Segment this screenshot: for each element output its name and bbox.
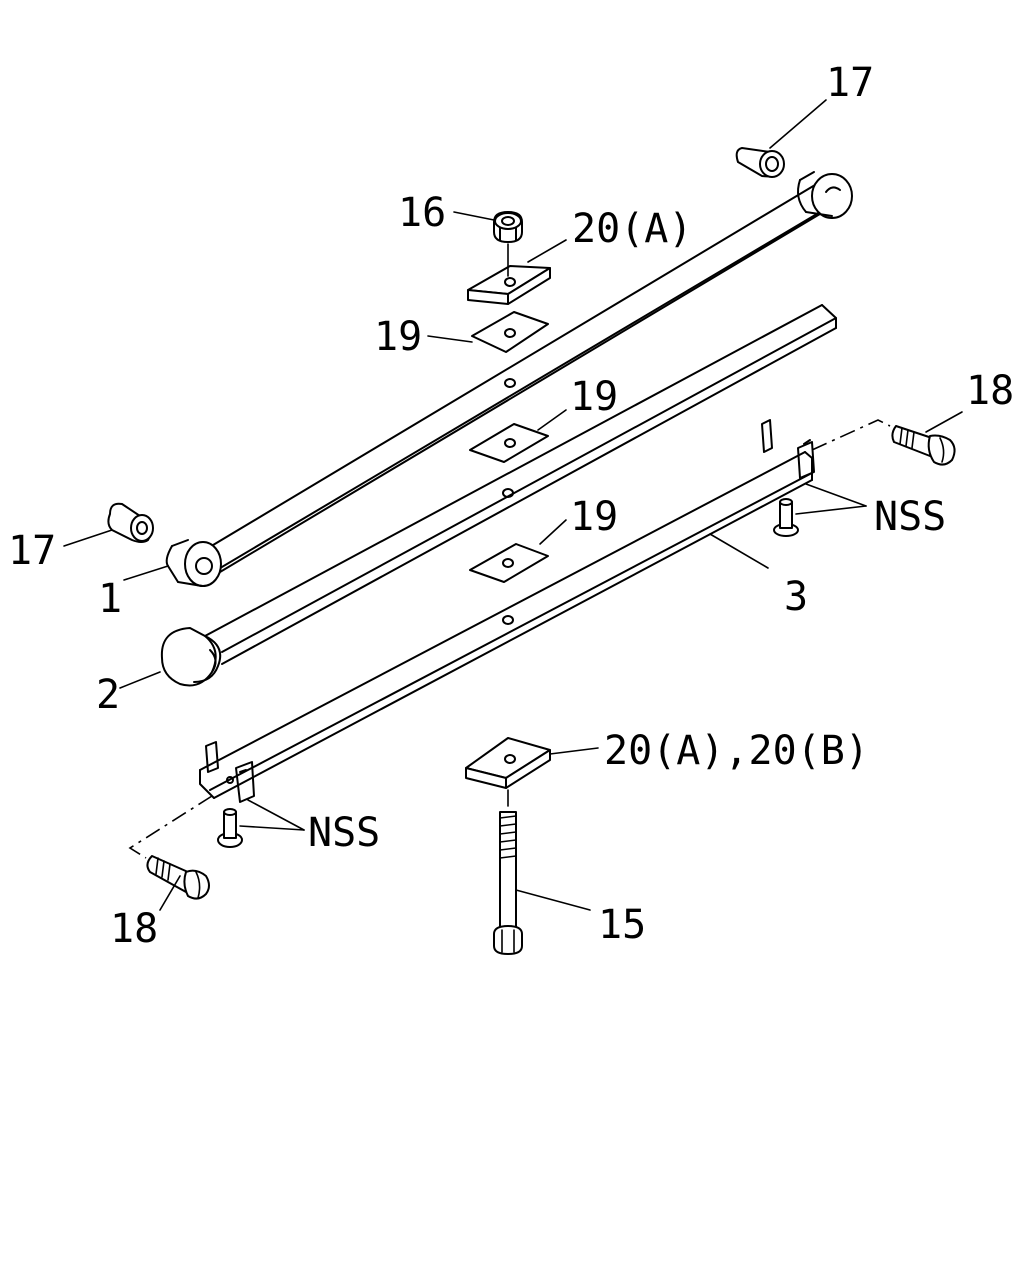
callout-18-right: 18 — [966, 368, 1014, 414]
spacer-pad-19-top — [471, 311, 549, 353]
callout-1: 1 — [98, 576, 122, 622]
callout-17-left: 17 — [8, 528, 56, 574]
callout-nss-left: NSS — [308, 810, 380, 856]
callout-15: 15 — [598, 902, 646, 948]
leaf-spring-2 — [160, 304, 837, 687]
leaf-spring-1 — [165, 171, 853, 587]
bolt-18-right-axis — [811, 419, 891, 451]
bushing-17-left — [107, 502, 154, 543]
spacer-pad-19-bottom — [469, 543, 549, 583]
bolt-18-left — [146, 855, 210, 900]
spacer-pad-19-middle — [469, 423, 549, 463]
callout-19-bottom: 19 — [570, 494, 618, 540]
clamp-plate-20ab-bottom — [465, 737, 551, 789]
leaf-spring-3 — [199, 419, 815, 803]
nut-16 — [493, 211, 523, 243]
callout-nss-right: NSS — [874, 494, 946, 540]
clamp-plate-20a-top — [467, 243, 551, 305]
leader-lines — [63, 99, 963, 911]
rivet-nss-left — [217, 808, 243, 848]
callout-17-top: 17 — [826, 60, 874, 106]
callout-3: 3 — [784, 574, 808, 620]
callout-19-middle: 19 — [570, 374, 618, 420]
callout-16: 16 — [398, 190, 446, 236]
callout-19-top: 19 — [374, 314, 422, 360]
bushing-17-top — [735, 147, 785, 178]
bolt-18-left-axis — [128, 795, 213, 859]
callout-20ab: 20(A),20(B) — [604, 728, 869, 774]
callout-18-left: 18 — [110, 906, 158, 952]
callout-2: 2 — [96, 672, 120, 718]
callout-20a-top: 20(A) — [572, 206, 692, 252]
rivet-nss-right — [773, 498, 799, 537]
bolt-18-right — [891, 425, 956, 466]
center-bolt-15 — [493, 789, 523, 955]
